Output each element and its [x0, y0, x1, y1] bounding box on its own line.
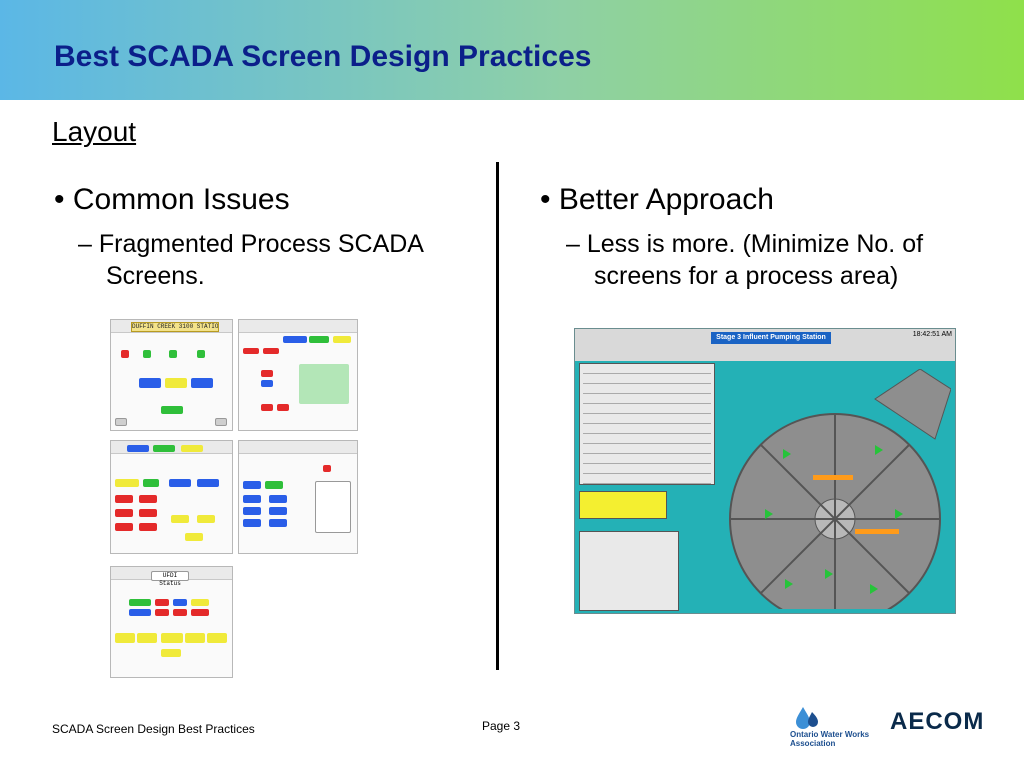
sub-less-is-more-line2: screens for a process area) [594, 262, 899, 290]
owwa-logo-line2: Association [790, 739, 836, 748]
header-band [0, 0, 1024, 100]
sub-fragmented-line1: – Fragmented Process SCADA [78, 230, 424, 258]
bullet-common-issues: • Common Issues [54, 183, 290, 216]
slide-title: Best SCADA Screen Design Practices [54, 40, 592, 73]
scada-wet-well-diagram [729, 369, 951, 609]
fragmented-screen-thumbnail-4 [238, 440, 358, 554]
footer-presentation-title: SCADA Screen Design Best Practices [52, 722, 255, 736]
slide-subtitle: Layout [52, 116, 137, 147]
consolidated-scada-screenshot: Stage 3 Influent Pumping Station 18:42:5… [574, 328, 956, 614]
footer-page-number: Page 3 [482, 719, 521, 733]
fragmented-screen-thumbnail-1: DUFFIN CREEK 3100 STATION [110, 319, 233, 431]
bullet-better-approach-text: Better Approach [558, 183, 774, 216]
scada-alarm-panel [579, 491, 667, 519]
fragmented-screen-thumbnail-2 [238, 319, 358, 431]
scada-setpoints-table [579, 363, 715, 485]
water-drop-icon [796, 707, 818, 729]
sub-fragmented-line2: Screens. [106, 262, 205, 290]
bullet-common-issues-text: Common Issues [72, 183, 290, 216]
bullet-better-approach: • Better Approach [540, 183, 774, 216]
column-divider [496, 162, 499, 670]
thumbnail-caption-vfd: UFDI Status [151, 571, 189, 587]
fragmented-screen-thumbnail-3 [110, 440, 233, 554]
scada-vfd-info-panel [579, 531, 679, 611]
scada-clock: 18:42:51 AM [912, 331, 952, 338]
scada-station-title: Stage 3 Influent Pumping Station [711, 332, 831, 344]
thumbnail-caption-main: DUFFIN CREEK 3100 STATION [131, 322, 219, 332]
fragmented-screen-thumbnail-5: UFDI Status [110, 566, 233, 678]
owwa-logo-line1: Ontario Water Works [790, 730, 870, 739]
sub-less-is-more-line1: – Less is more. (Minimize No. of [566, 230, 924, 258]
owwa-logo: Ontario Water Works Association [790, 706, 876, 756]
aecom-logo: AECOM [890, 708, 985, 735]
